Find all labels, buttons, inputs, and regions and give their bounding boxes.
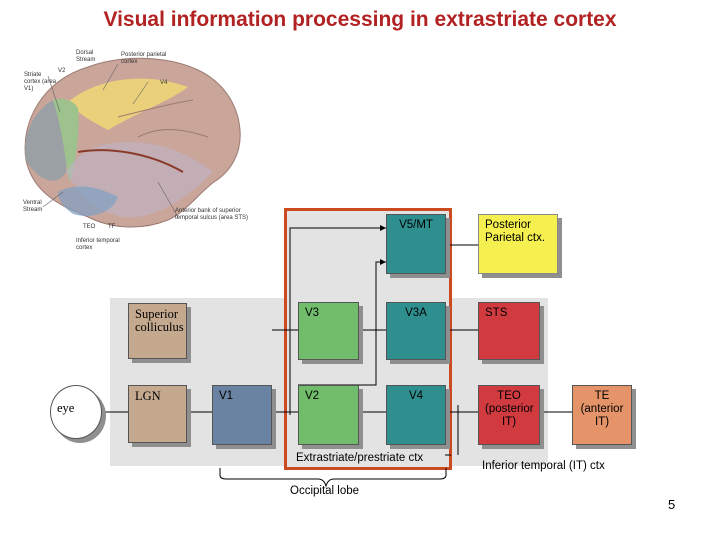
sts-label: STS — [485, 307, 508, 319]
occipital-caption: Occipital lobe — [290, 485, 360, 497]
posterior-parietal-label: Posterior Parietal ctx. — [485, 219, 546, 244]
label-teo: TEO — [83, 224, 96, 230]
v5-mt-node: V5/MT — [386, 214, 446, 274]
lgn-label: LGN — [135, 389, 161, 403]
v2-label: V2 — [305, 390, 320, 402]
v3a-label: V3A — [405, 307, 427, 319]
brain-drawing — [24, 57, 241, 228]
label-ventral: Ventral Stream — [23, 200, 43, 213]
label-dorsal: Dorsal Stream — [76, 50, 96, 63]
inferior-temporal-caption: Inferior temporal (IT) ctx — [482, 460, 605, 472]
v3-label: V3 — [305, 307, 320, 319]
slide-title: Visual information processing in extrast… — [103, 8, 617, 31]
label-anterior-bank: Anterior bank of superior temporal sulcu… — [175, 208, 249, 221]
label-v4: V4 — [160, 80, 168, 86]
slide-number: 5 — [668, 497, 676, 512]
v1-label: V1 — [219, 390, 234, 402]
extrastriate-highlight — [284, 208, 452, 470]
sts-node: STS — [478, 302, 540, 360]
label-striate: Striate cortex (area V1) — [24, 72, 57, 92]
v2-node: V2 — [298, 385, 359, 445]
v3-node: V3 — [298, 302, 359, 360]
superior-colliculus-node: Superior colliculus — [128, 303, 187, 359]
posterior-parietal-node: Posterior Parietal ctx. — [478, 214, 558, 274]
superior-colliculus-label: Superior colliculus — [135, 307, 184, 334]
teo-node: TEO (posterior IT) — [478, 385, 540, 445]
lgn-node: LGN — [128, 385, 187, 443]
label-v2: V2 — [58, 68, 66, 74]
label-inferior-temporal: Inferior temporal cortex — [76, 238, 120, 251]
label-te: TF — [108, 224, 116, 230]
v5-mt-label: V5/MT — [399, 219, 433, 231]
teo-label: TEO (posterior IT) — [485, 390, 534, 428]
te-node: TE (anterior IT) — [572, 385, 632, 445]
v4-label: V4 — [408, 390, 424, 402]
extrastriate-caption: Extrastriate/prestriate ctx — [296, 452, 424, 464]
te-label: TE (anterior IT) — [580, 390, 624, 428]
eye-label: eye — [57, 401, 75, 415]
v1-node: V1 — [212, 385, 272, 445]
v4-node: V4 — [386, 385, 446, 445]
label-posterior-parietal: Posterior parietal cortex — [121, 52, 167, 65]
brain-illustration: V2 Striate cortex (area V1) Dorsal Strea… — [18, 42, 263, 267]
v3a-node: V3A — [386, 302, 446, 360]
eye-node: eye — [50, 385, 102, 439]
